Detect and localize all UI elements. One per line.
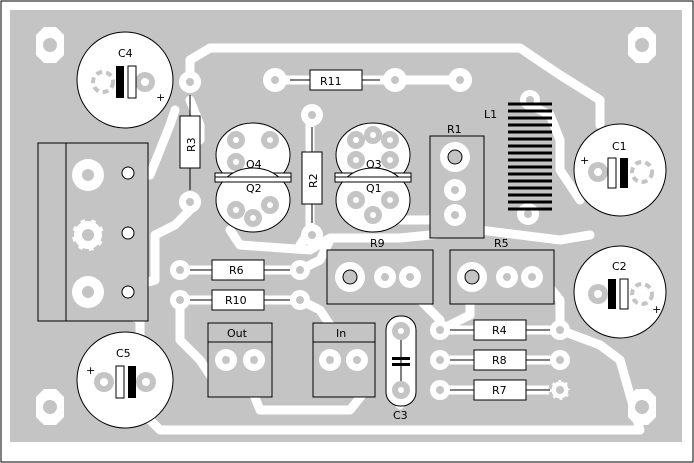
label-r4: R4 [492,324,507,337]
label-r1: R1 [447,123,462,136]
mounting-hole-bottom-right [628,389,656,425]
resistor-r11: R11 [263,68,472,92]
connector-in: In [312,322,376,398]
label-r2: R2 [307,173,320,188]
resistor-r7: R7 [430,378,572,402]
resistor-r8: R8 [430,349,570,371]
mounting-holes [36,27,656,425]
label-r11: R11 [320,75,342,88]
polarity-c5: + [86,364,95,377]
label-q2: Q2 [246,182,262,195]
mounting-hole-bottom-left [36,389,64,425]
trimmer-r9: R9 [326,237,434,305]
label-c5: C5 [116,347,131,360]
label-out: Out [227,327,248,340]
label-c3: C3 [393,409,408,422]
label-r7: R7 [492,384,507,397]
label-r9: R9 [370,237,385,250]
label-q1: Q1 [366,182,382,195]
capacitor-c4: C4 + [76,31,174,129]
resistor-r6: R6 [170,259,310,281]
label-in: In [336,327,346,340]
resistor-r3: R3 [179,71,201,213]
label-l1: L1 [484,108,497,121]
resistor-r4: R4 [430,319,570,341]
transistor-q2: Q2 [214,167,292,233]
capacitor-c3: C3 [385,315,417,422]
trimmer-r1: R1 [429,123,485,239]
resistor-r10: R10 [170,289,310,311]
transistor-q4: Q4 [214,122,292,188]
label-c4: C4 [118,47,133,60]
polarity-c2: + [652,303,661,316]
polarity-c4: + [156,91,165,104]
label-r10: R10 [225,294,247,307]
label-r3: R3 [185,137,198,152]
label-r5: R5 [494,237,509,250]
label-r6: R6 [229,264,244,277]
terminal-block [37,142,149,322]
label-r8: R8 [492,354,507,367]
capacitor-c5: C5 + [76,331,174,429]
trimmer-r5: R5 [449,237,555,305]
capacitor-c2: C2 + [573,245,667,339]
resistor-r2: R2 [301,104,323,246]
transistor-q1: Q1 [334,167,412,233]
label-c2: C2 [612,260,627,273]
polarity-c1: + [580,154,589,167]
connector-out: Out [207,322,273,398]
label-c1: C1 [612,140,627,153]
mounting-hole-top-left [36,27,64,63]
capacitor-c1: C1 + [573,123,667,217]
mounting-hole-top-right [628,27,656,63]
inductor-l1: L1 [484,90,552,225]
